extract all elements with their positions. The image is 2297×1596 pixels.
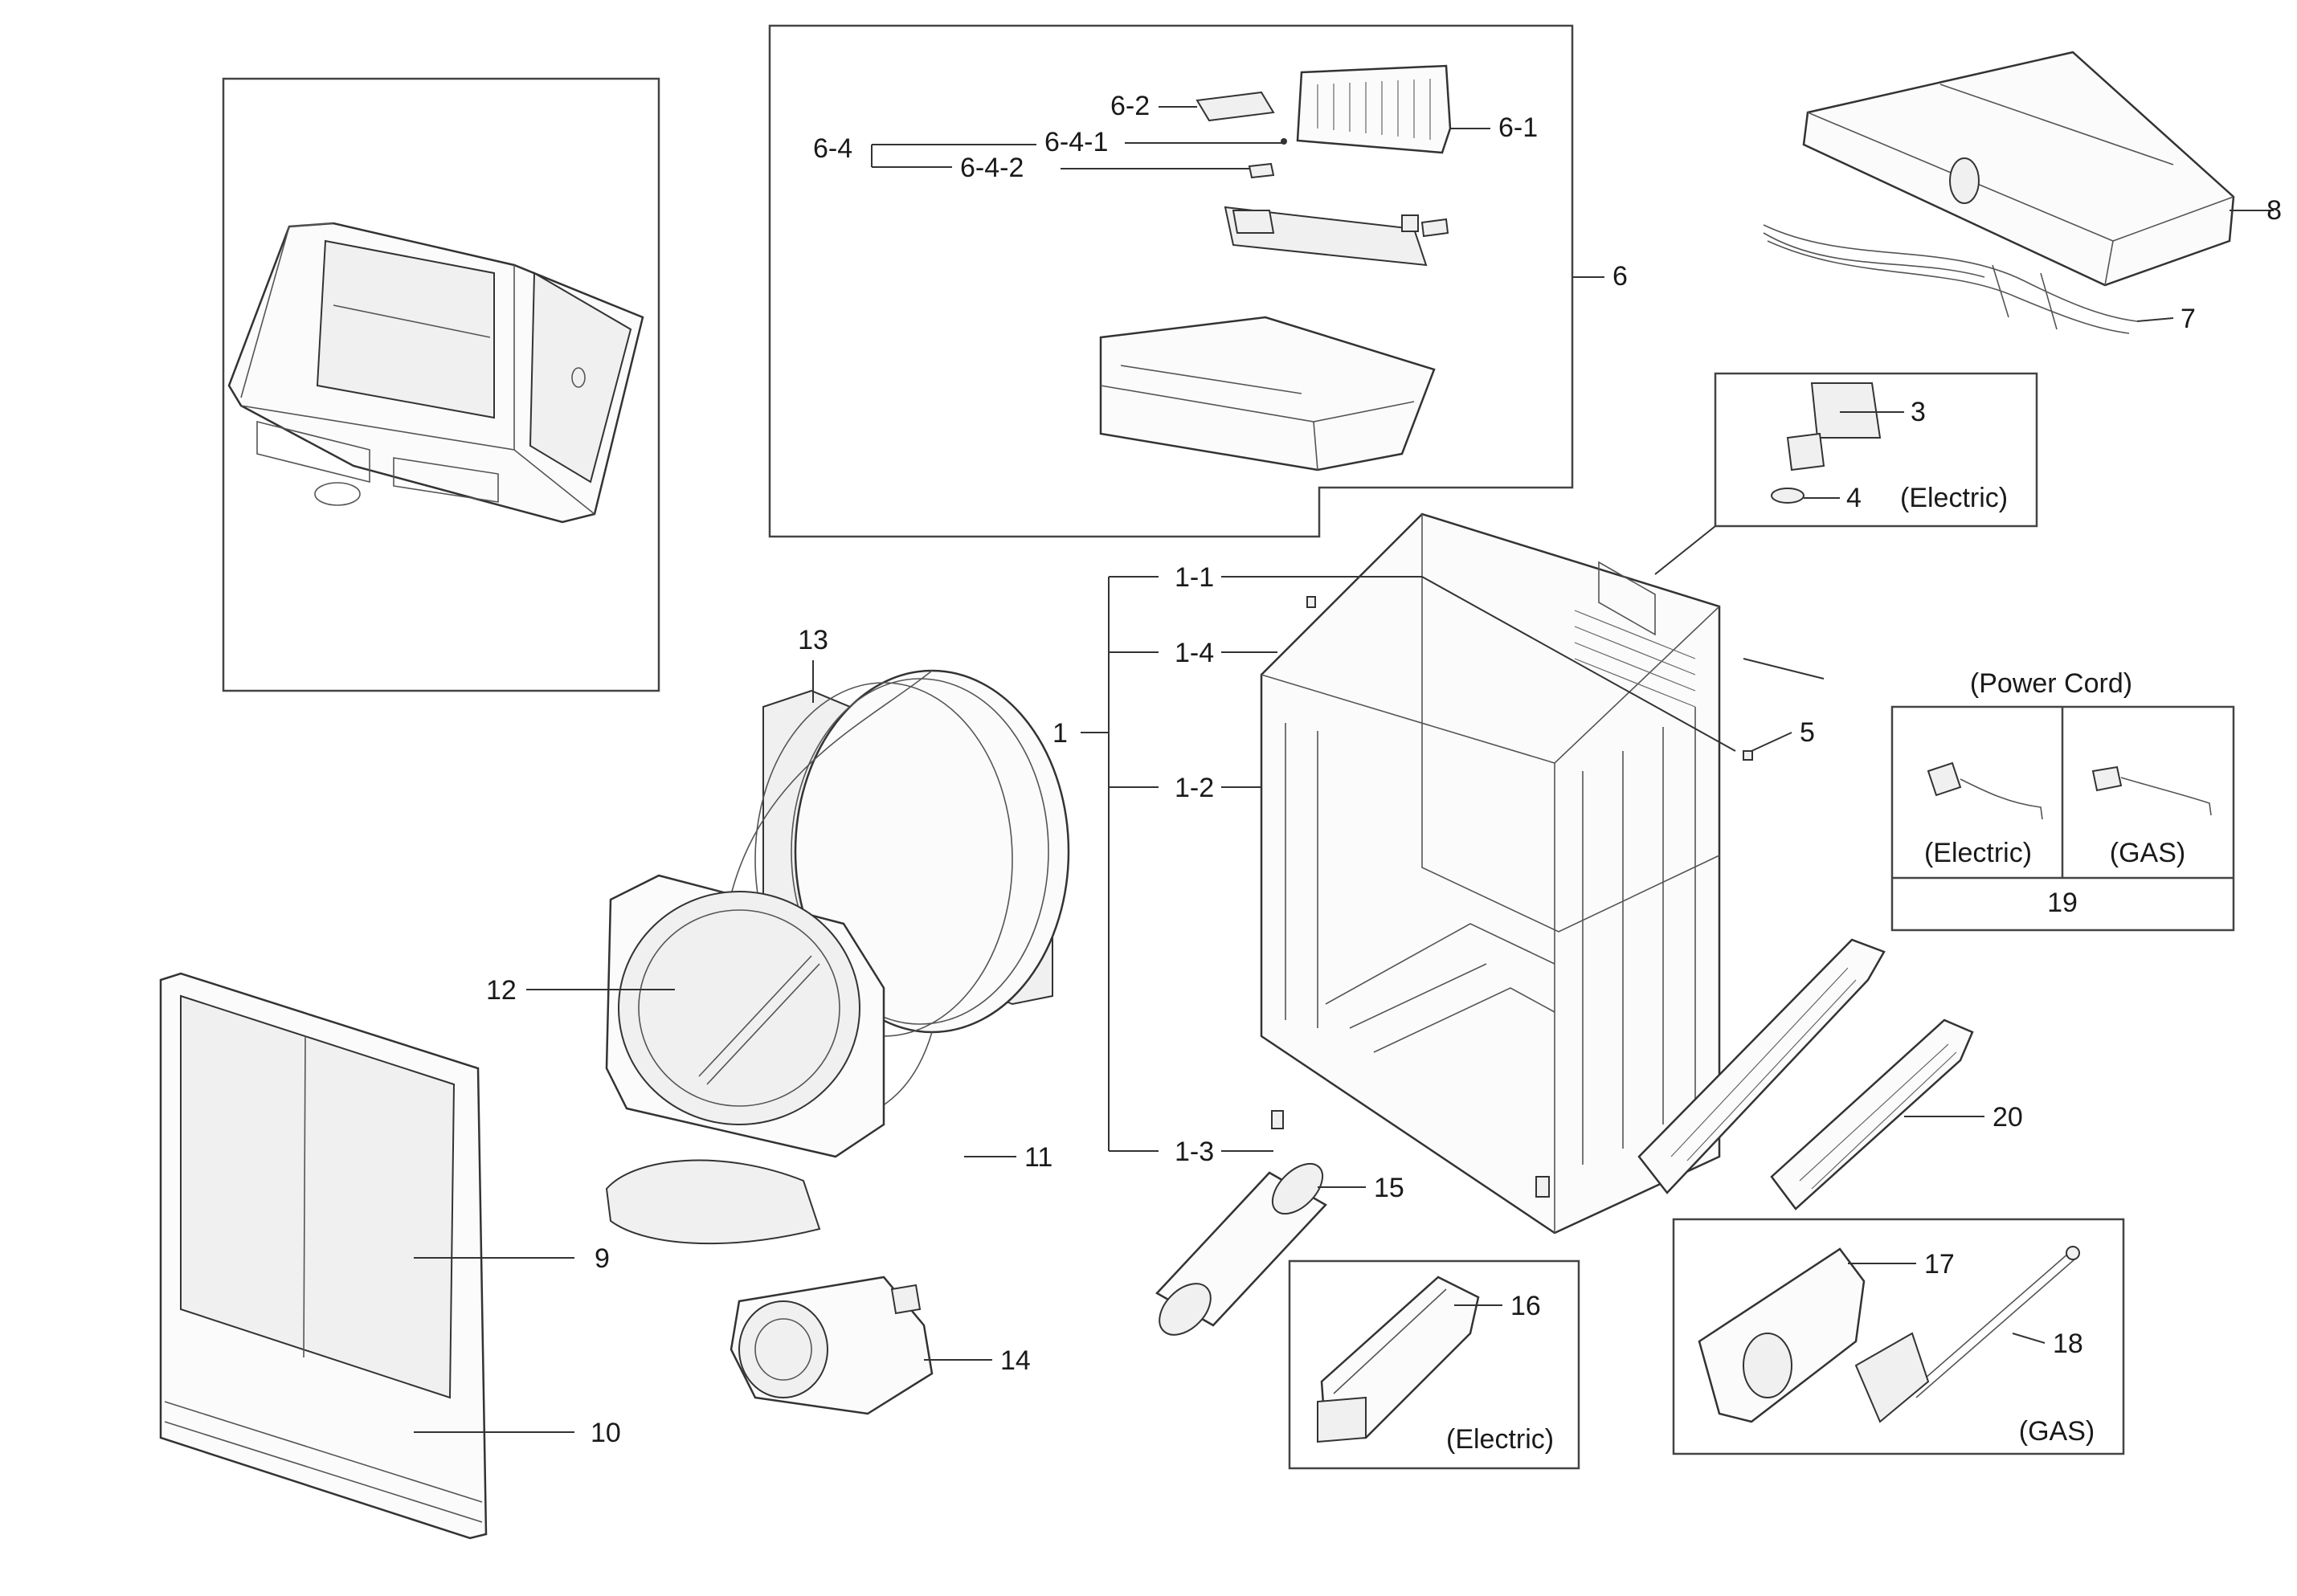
cabinet-illustration (1260, 512, 1721, 1235)
door-illustration (159, 972, 488, 1540)
assembled-dryer-view (222, 77, 660, 692)
callout-13: 13 (798, 625, 828, 655)
callout-9: 9 (595, 1243, 610, 1274)
gas-burner-group: 17 18 (GAS) (1672, 1218, 2125, 1455)
callout-1-3: 1-3 (1175, 1137, 1214, 1167)
top-cover-illustration (1099, 206, 1436, 471)
bracket-6-4-2-illustration (1248, 162, 1275, 179)
seal-ring-illustration (1771, 488, 1804, 504)
filter-mesh-illustration (1786, 432, 1825, 471)
top-cover-group: 6-2 6-1 6-4 6-4-1 6-4-2 6 (768, 24, 1628, 538)
clip-1-4-illustration (1306, 596, 1316, 608)
cabinet-group: 1-1 1-4 1 1-2 1-3 5 (1052, 512, 1825, 1235)
bracket-6-2-illustration (1196, 91, 1275, 122)
blower-illustration (730, 1276, 934, 1415)
electric-heater-group: 16 (Electric) (1288, 1259, 1580, 1470)
callout-4: 4 (1846, 483, 1862, 513)
leader-lines-1 (1081, 576, 1825, 1152)
electric-heater-illustration (1317, 1276, 1480, 1443)
control-panel-group: 8 7 (1763, 51, 2282, 334)
leader-kit-to-cabinet (1654, 525, 1716, 575)
callout-15: 15 (1374, 1173, 1404, 1203)
callout-1-2: 1-2 (1175, 773, 1214, 803)
callout-1-1: 1-1 (1175, 562, 1214, 593)
callout-6: 6 (1612, 261, 1628, 292)
callout-16: 16 (1510, 1291, 1541, 1321)
filter-kit-group: 3 4 (Electric) (1654, 372, 2038, 575)
callout-12: 12 (486, 975, 517, 1006)
callout-20: 20 (1993, 1102, 2023, 1133)
blower-group: 14 (730, 1276, 1031, 1415)
note-electric-filter: (Electric) (1900, 483, 2008, 513)
callout-8: 8 (2266, 195, 2282, 226)
callout-6-4-2: 6-4-2 (960, 153, 1024, 183)
callout-1: 1 (1052, 718, 1068, 749)
power-cord-group: (Power Cord) (Electric) (GAS) 19 (1890, 668, 2235, 932)
callout-5: 5 (1800, 717, 1815, 748)
callout-19: 19 (2047, 888, 2078, 918)
burner-housing-illustration (1698, 1247, 1866, 1423)
wire-harness-illustration (1763, 224, 2138, 334)
callout-1-4: 1-4 (1175, 638, 1214, 668)
callout-11: 11 (1024, 1142, 1052, 1173)
callout-3: 3 (1911, 397, 1926, 427)
electric-heater-frame (1288, 1259, 1580, 1470)
filter-kit-frame (1714, 372, 2038, 528)
clip-5-illustration (1743, 750, 1753, 761)
assembled-view-frame (222, 77, 660, 692)
cabinet-foot-illustration (1271, 1110, 1550, 1198)
callout-17: 17 (1924, 1249, 1955, 1280)
duct-group: 15 (1155, 1162, 1404, 1336)
electric-cord-illustration (1927, 761, 2043, 820)
leader-7 (2136, 317, 2174, 322)
gas-burner-frame (1672, 1218, 2125, 1455)
callout-6-4: 6-4 (813, 133, 852, 164)
callout-6-4-1: 6-4-1 (1044, 127, 1108, 157)
gas-cord-illustration (2091, 765, 2212, 816)
leader-18 (2012, 1333, 2046, 1344)
leader-lines-6 (871, 106, 1604, 278)
drum-illustration (726, 669, 1070, 1123)
top-cover-frame (768, 24, 1574, 538)
hinge-bracket-illustration (1420, 218, 1449, 238)
note-electric-heater: (Electric) (1446, 1424, 1554, 1455)
callout-6-1: 6-1 (1498, 112, 1538, 143)
pcb-cover-illustration (1296, 64, 1452, 154)
leader-lines-drum (526, 660, 1016, 1157)
note-gas-burner: (GAS) (2019, 1416, 2095, 1447)
base-rail-left-illustration (1637, 938, 1886, 1194)
drum-group: 13 12 11 (486, 625, 1070, 1245)
callout-6-2: 6-2 (1110, 91, 1150, 121)
callout-10: 10 (591, 1418, 621, 1448)
control-panel-illustration (1802, 51, 2235, 287)
door-group: 9 10 (159, 972, 621, 1540)
power-cord-gas-label: (GAS) (2110, 838, 2185, 868)
base-rail-right-illustration (1770, 1018, 1974, 1210)
front-bulkhead-illustration (605, 874, 885, 1245)
power-cord-electric-label: (Electric) (1924, 838, 2032, 868)
base-rails-group: 20 (1637, 938, 2023, 1210)
callout-7: 7 (2181, 304, 2196, 334)
filter-frame-illustration (1810, 382, 1882, 439)
igniter-assembly-illustration (1854, 1246, 2080, 1423)
duct-illustration (1155, 1162, 1327, 1336)
power-cord-title: (Power Cord) (1970, 668, 2132, 699)
assembled-dryer-illustration (227, 222, 644, 524)
callout-18: 18 (2053, 1329, 2083, 1359)
callout-14: 14 (1000, 1345, 1031, 1376)
